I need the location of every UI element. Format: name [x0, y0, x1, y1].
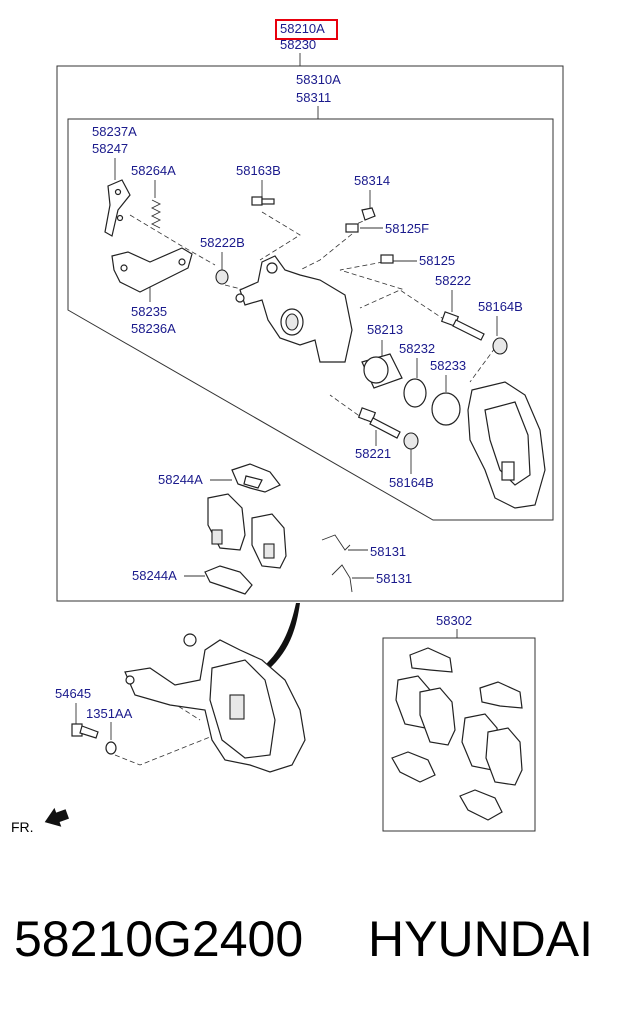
piston-58213[interactable] — [361, 353, 403, 389]
label-58233[interactable]: 58233 — [430, 358, 466, 373]
guide-pin-58222[interactable] — [440, 311, 485, 341]
brake-pad-left[interactable] — [207, 493, 246, 551]
assembled-caliper[interactable] — [124, 633, 306, 773]
highlight-box[interactable] — [275, 19, 338, 40]
label-fr: FR. — [11, 819, 34, 835]
pad-kit-frame — [382, 637, 536, 832]
label-58164b-top[interactable]: 58164B — [478, 299, 523, 314]
label-58235[interactable]: 58235 — [131, 304, 167, 319]
label-58125f[interactable]: 58125F — [385, 221, 429, 236]
spring-58131-bottom[interactable] — [331, 564, 353, 593]
label-58232[interactable]: 58232 — [399, 341, 435, 356]
label-58221[interactable]: 58221 — [355, 446, 391, 461]
leader-lines — [75, 158, 498, 740]
part-number: 58210G2400 — [14, 911, 304, 967]
label-1351aa[interactable]: 1351AA — [86, 706, 133, 721]
bolt-58163b[interactable] — [251, 196, 275, 206]
label-58164b-bottom[interactable]: 58164B — [389, 475, 434, 490]
boot-58222b[interactable] — [215, 269, 229, 285]
seal-58232[interactable] — [403, 378, 427, 408]
pad-kit-contents[interactable] — [391, 647, 523, 821]
label-58222[interactable]: 58222 — [435, 273, 471, 288]
label-58210a[interactable]: 58210A — [280, 21, 325, 36]
label-58213[interactable]: 58213 — [367, 322, 403, 337]
outer-frame — [56, 65, 564, 602]
cap-58314[interactable] — [361, 207, 376, 221]
label-58264a[interactable]: 58264A — [131, 163, 176, 178]
caliper-body[interactable] — [235, 255, 353, 363]
brand-name: HYUNDAI — [368, 911, 594, 967]
spring-58131-top[interactable] — [321, 534, 351, 551]
label-58237a[interactable]: 58237A — [92, 124, 137, 139]
parts-diagram: 58210A 58230 58310A 58311 58237A 58247 5… — [11, 19, 564, 835]
label-58311[interactable]: 58311 — [296, 90, 331, 105]
label-58247[interactable]: 58247 — [92, 141, 128, 156]
screw-58125[interactable] — [380, 254, 394, 264]
footer: 58210G2400 HYUNDAI — [0, 900, 620, 980]
label-58131-top[interactable]: 58131 — [370, 544, 406, 559]
label-58244a-bottom[interactable]: 58244A — [132, 568, 177, 583]
label-58222b[interactable]: 58222B — [200, 235, 245, 250]
fr-arrow-icon — [44, 807, 69, 827]
guide-pin-58221[interactable] — [357, 407, 401, 439]
bleeder-58125f[interactable] — [345, 223, 359, 233]
boot-58233[interactable] — [431, 392, 461, 426]
connector-arrow — [262, 603, 300, 670]
brake-pad-right[interactable] — [251, 513, 287, 569]
washer-1351aa[interactable] — [105, 741, 117, 755]
clip-58244a-bottom[interactable] — [204, 565, 253, 595]
label-58230[interactable]: 58230 — [280, 37, 316, 52]
label-58314[interactable]: 58314 — [354, 173, 390, 188]
label-58236a[interactable]: 58236A — [131, 321, 176, 336]
inner-frame — [67, 118, 554, 521]
carrier-bracket[interactable] — [467, 381, 546, 509]
bolt-54645[interactable] — [71, 723, 99, 739]
spring-58264a[interactable] — [150, 199, 162, 229]
label-58131-bottom[interactable]: 58131 — [376, 571, 412, 586]
label-58125[interactable]: 58125 — [419, 253, 455, 268]
bracket-58237a[interactable] — [104, 179, 131, 237]
label-58310a[interactable]: 58310A — [296, 72, 341, 87]
boot-58164b-bottom[interactable] — [403, 432, 419, 450]
label-58163b[interactable]: 58163B — [236, 163, 281, 178]
label-58244a-top[interactable]: 58244A — [158, 472, 203, 487]
lever-58235[interactable] — [111, 247, 193, 293]
label-54645[interactable]: 54645 — [55, 686, 91, 701]
label-58302[interactable]: 58302 — [436, 613, 472, 628]
clip-58244a-top[interactable] — [231, 463, 281, 493]
boot-58164b-top[interactable] — [492, 337, 508, 355]
